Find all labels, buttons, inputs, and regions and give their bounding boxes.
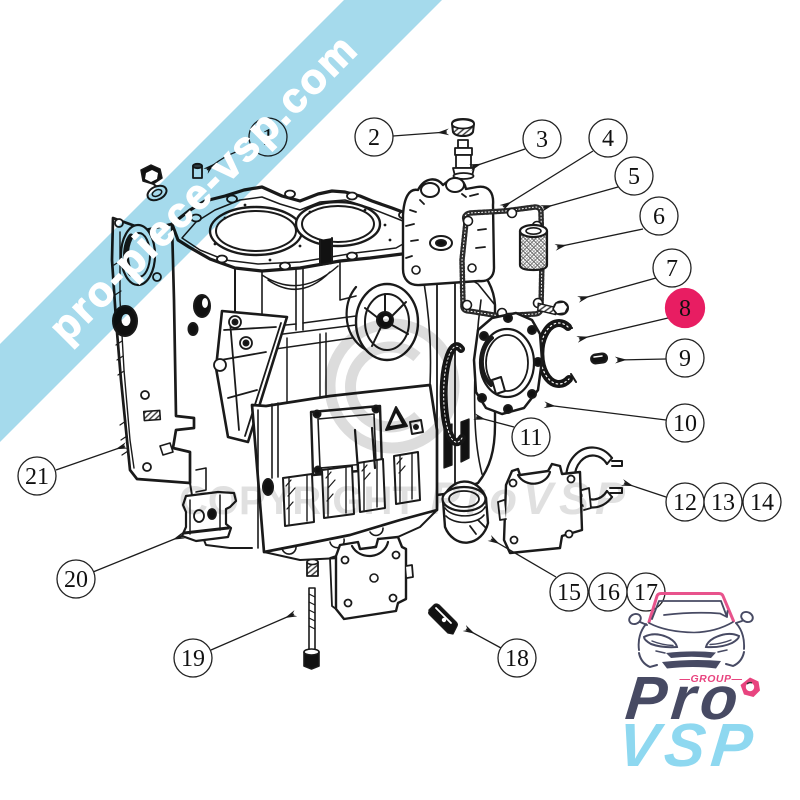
svg-text:2: 2 [368,125,380,151]
svg-text:21: 21 [25,464,49,490]
svg-text:15: 15 [557,580,581,606]
svg-text:16: 16 [596,580,620,606]
svg-text:Pro: Pro [623,664,747,732]
svg-text:18: 18 [505,646,529,672]
svg-text:5: 5 [628,164,640,190]
svg-text:3: 3 [536,127,548,153]
svg-text:ProVSP: ProVSP [430,473,631,524]
svg-text:11: 11 [519,425,542,451]
svg-text:8: 8 [679,296,691,322]
svg-text:14: 14 [750,490,774,516]
svg-text:9: 9 [679,346,691,372]
svg-text:—GROUP—: —GROUP— [678,673,742,685]
svg-text:VSP: VSP [615,711,762,779]
svg-text:6: 6 [653,204,665,230]
svg-text:7: 7 [666,256,678,282]
svg-text:20: 20 [64,567,88,593]
svg-text:COPYRIGHT: COPYRIGHT [179,479,417,523]
svg-text:13: 13 [711,490,735,516]
svg-text:19: 19 [181,646,205,672]
svg-text:12: 12 [673,490,697,516]
svg-text:4: 4 [602,126,614,152]
svg-text:10: 10 [673,411,697,437]
